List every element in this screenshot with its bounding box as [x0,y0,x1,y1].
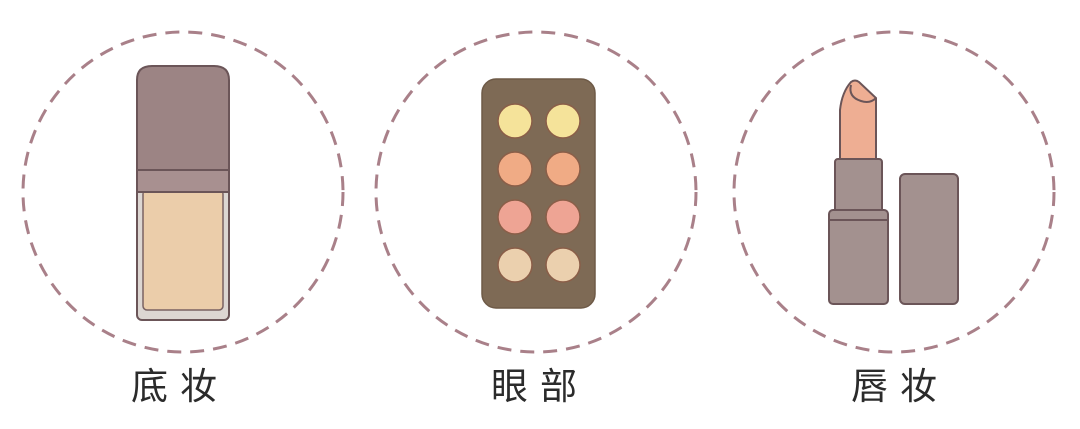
category-lips[interactable]: 唇妆 [720,0,1080,429]
eyeshadow-palette-icon [374,30,698,354]
category-label: 眼部 [491,365,589,408]
category-label: 底妆 [131,365,229,408]
category-label: 唇妆 [851,365,949,408]
dashed-circle [732,30,1056,354]
foundation-bottle-icon [21,30,345,354]
category-foundation[interactable]: 底妆 [0,0,360,429]
dashed-circle [374,30,698,354]
dashed-circle [21,30,345,354]
category-eyes[interactable]: 眼部 [360,0,720,429]
lipstick-icon [732,30,1056,354]
